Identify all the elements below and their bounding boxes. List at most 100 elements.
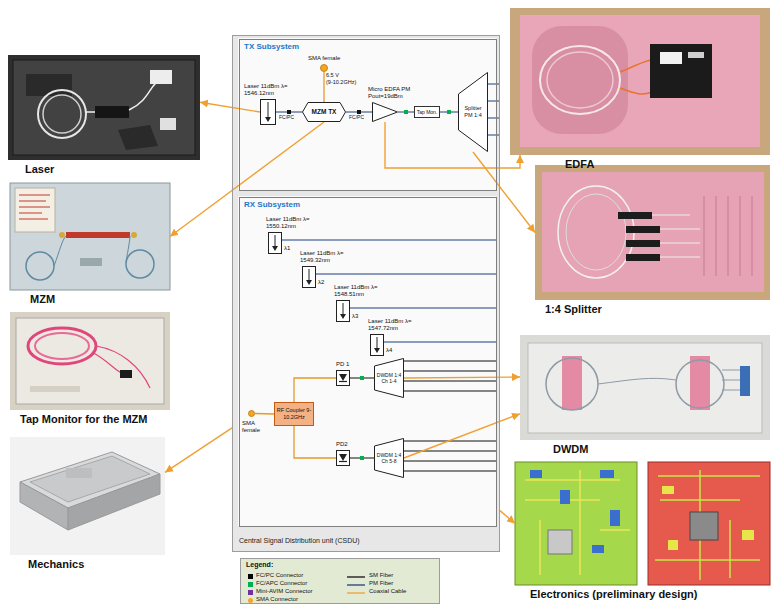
pcb-drawing <box>515 462 770 585</box>
node-label: λ2 <box>318 279 324 286</box>
panel-ground <box>238 196 496 526</box>
node-label: λ1 <box>284 245 290 252</box>
photo-caption: EDFA <box>565 158 594 171</box>
laser-source-outline <box>370 334 384 356</box>
legend-line-sample <box>347 574 365 580</box>
tap-box: Tap Mon. <box>414 106 440 118</box>
panel-ground <box>232 35 500 552</box>
laser-source-outline <box>302 266 316 288</box>
legend-box: Legend: FC/PC ConnectorFC/APC ConnectorMi… <box>240 558 440 604</box>
node-label: Legend: <box>246 561 273 569</box>
amplifier-triangle: Micro EDFA PM Pout=19dBm <box>372 102 398 122</box>
laser-photo <box>8 55 200 160</box>
photo-callout: EDFA <box>510 8 770 155</box>
laser-source-outline <box>268 232 282 254</box>
callout-arrow <box>473 152 535 233</box>
amplifier-triangle-outline <box>372 102 398 122</box>
node-text: Splitter PM 1:4 <box>460 105 486 118</box>
fiber-connector-symbol <box>360 376 364 380</box>
legend-text: SMA Connector <box>256 596 298 603</box>
photodiode-symbol-outline <box>336 370 350 386</box>
callout-arrow <box>165 428 232 473</box>
callout-arrow <box>200 102 260 112</box>
signal-connector <box>323 72 324 102</box>
signal-label: (9-10.2GHz) <box>326 79 356 86</box>
photo-caption: MZM <box>30 293 55 306</box>
node-label: Micro EDFA PM Pout=19dBm <box>368 86 424 100</box>
legend-text: Mini-AVIM Connector <box>256 588 313 595</box>
csdu-panel: Central Signal Distribution unit (CSDU) T… <box>232 35 500 552</box>
photodiode-symbol: PD2 <box>336 450 350 466</box>
dwdm-photo <box>520 335 770 440</box>
node-label: SMA female <box>308 55 348 62</box>
mzm-photo <box>10 183 170 290</box>
splitter-photo <box>535 165 770 300</box>
mechanics-photo <box>10 437 165 555</box>
legend-text: Coaxial Cable <box>369 588 406 595</box>
photo-callout: 1:4 Splitter <box>535 165 770 300</box>
dwdm-trapezoid: DWDM 1:4 Ch 5-8 <box>374 438 404 478</box>
node-label: λ3 <box>352 313 358 320</box>
node-label: Laser 11dBm λ= 1550.12nm <box>266 216 312 230</box>
legend-text: PM Fiber <box>369 580 393 587</box>
node-label: TX Subsystem <box>244 42 299 52</box>
photo-caption: Tap Monitor for the MZM <box>20 413 148 426</box>
sma-connector: SMA female <box>320 64 328 72</box>
callout-arrow <box>404 414 520 458</box>
splitter-trapezoid: Splitter PM 1:4 <box>458 72 488 152</box>
callout-arrow <box>500 511 515 524</box>
legend-text: SM Fiber <box>369 572 393 579</box>
sma-connector-outline <box>248 410 255 417</box>
tap-monitor-photo <box>10 312 170 410</box>
node-label: Laser 11dBm λ= 1547.72nm <box>368 318 414 332</box>
legend-swatch <box>248 598 253 603</box>
photo-callout: Electronics (preliminary design) <box>515 462 770 585</box>
node-text: DWDM 1:4 Ch 5-8 <box>376 452 402 464</box>
legend-ground <box>240 558 440 604</box>
signal-connector <box>294 378 336 402</box>
photo-caption: 1:4 Splitter <box>545 303 602 316</box>
photo-callout: Laser <box>8 55 200 160</box>
node-label: RX Subsystem <box>244 200 300 210</box>
callout-arrow <box>404 377 520 378</box>
photo-callout: Mechanics <box>10 437 165 555</box>
node-label: SMA female <box>242 420 268 434</box>
photo-caption: Electronics (preliminary design) <box>530 588 698 601</box>
signal-connector <box>255 413 274 415</box>
legend-text: FC/PC Connector <box>256 572 303 579</box>
modulator-hexagon: MZM TX <box>302 102 346 122</box>
subsystem-box: TX SubsystemSMA femaleLaser 11dBm λ= 154… <box>239 39 497 191</box>
signal-label: 6.5 V <box>326 72 339 79</box>
legend-swatch <box>248 574 253 579</box>
node-text: RF Coupler 9-10.2GHz <box>276 407 312 420</box>
callout-arrow <box>170 122 324 237</box>
photo-callout: Tap Monitor for the MZM <box>10 312 170 410</box>
legend-line-sample <box>347 582 365 588</box>
laser-source-outline <box>260 99 276 125</box>
laser-source: Laser 11dBm λ= 1550.12nmλ1 <box>268 232 282 254</box>
photo-callout: DWDM <box>520 335 770 440</box>
sma-connector-outline <box>320 64 328 72</box>
subsystem-box: RX SubsystemLaser 11dBm λ= 1550.12nmλ1La… <box>239 197 497 527</box>
panel-ground <box>238 38 496 190</box>
legend-text: FC/APC Connector <box>256 580 307 587</box>
laser-source: Laser 11dBm λ= 1549.32nmλ2 <box>302 266 316 288</box>
laser-source: Laser 11dBm λ= 1547.72nmλ4 <box>370 334 384 356</box>
fiber-connector-symbol <box>404 110 408 114</box>
photodiode-symbol: PD 1 <box>336 370 350 386</box>
node-label: Central Signal Distribution unit (CSDU) <box>239 537 360 545</box>
node-text: Tap Mon. <box>417 109 438 115</box>
photo-callout: MZM <box>10 183 170 290</box>
node-label: Laser 11dBm λ= 1549.32nm <box>300 250 346 264</box>
node-text: MZM TX <box>312 108 337 116</box>
node-text: DWDM 1:4 Ch 1-4 <box>376 372 402 384</box>
laser-source-outline <box>336 300 350 322</box>
sma-connector: SMA female <box>248 410 255 417</box>
fiber-connector-symbol <box>360 456 364 460</box>
dwdm-trapezoid: DWDM 1:4 Ch 1-4 <box>374 358 404 398</box>
legend-swatch <box>248 582 253 587</box>
edfa-photo <box>510 8 770 155</box>
signal-connector <box>294 426 336 458</box>
node-label: Laser 11dBm λ= 1546.12nm <box>244 83 290 97</box>
